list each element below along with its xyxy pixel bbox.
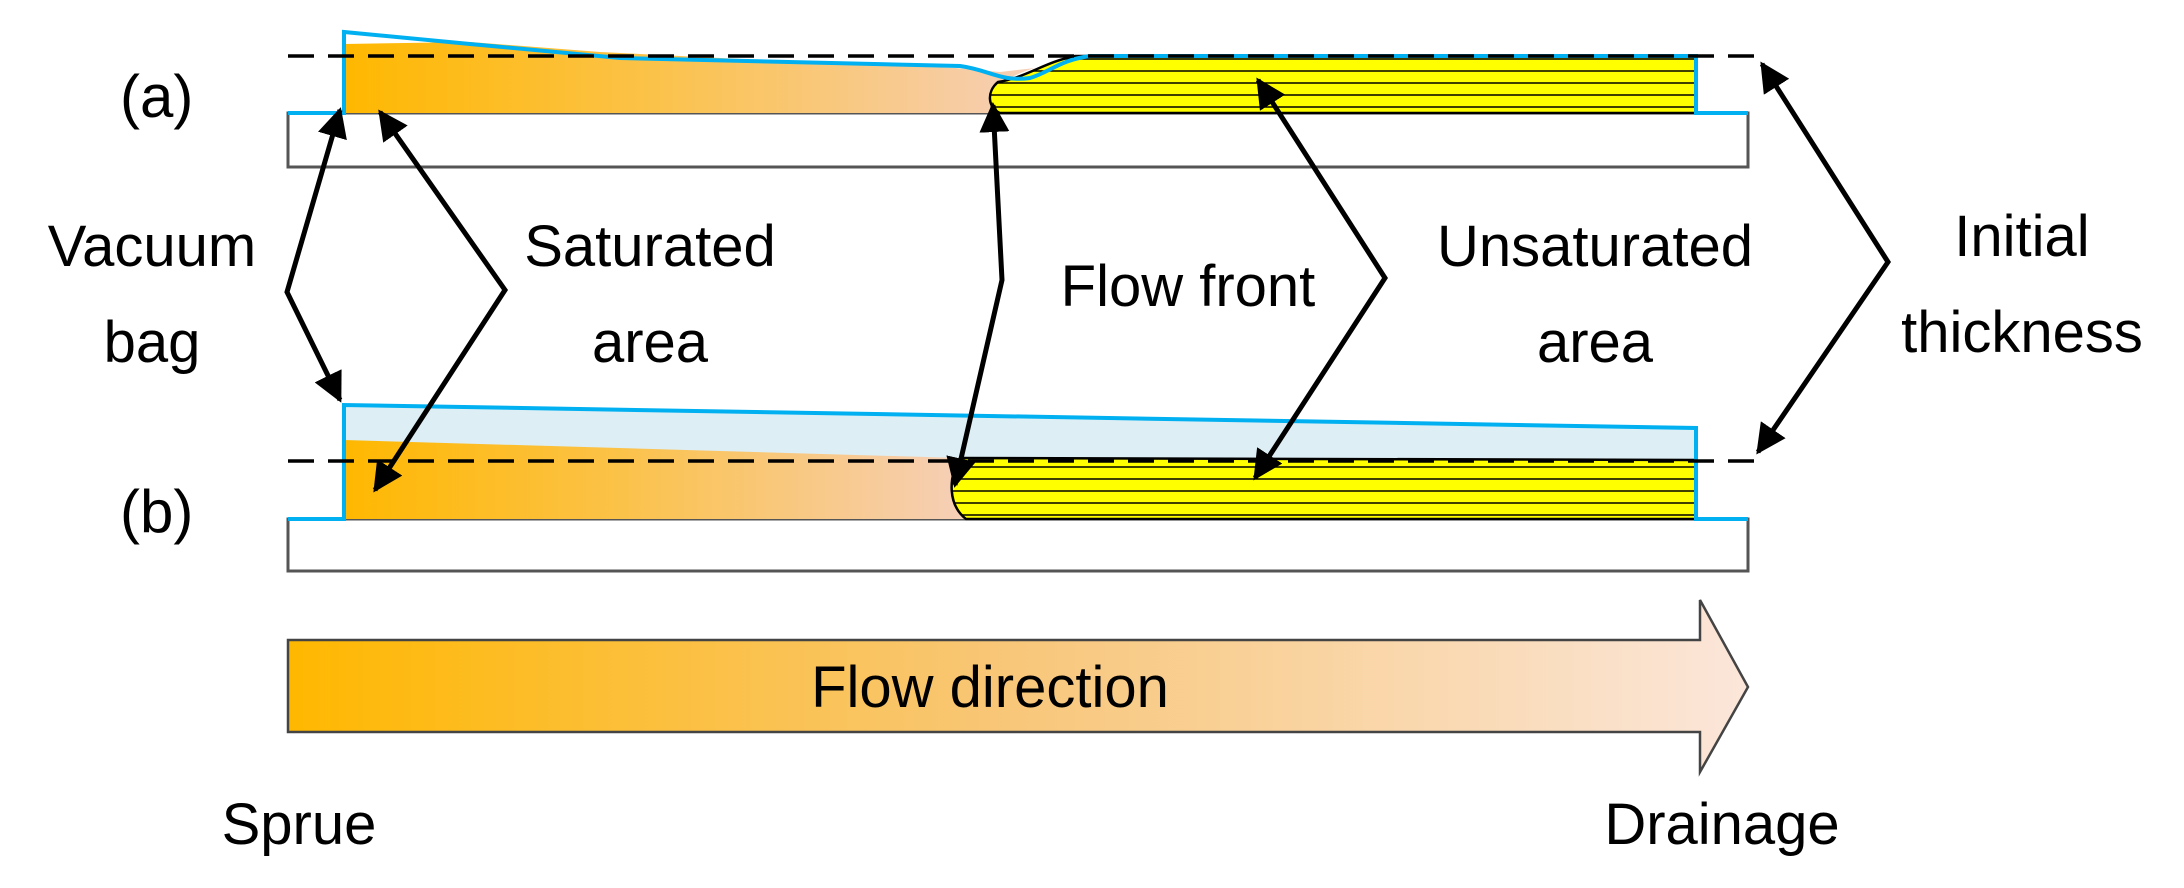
vacuum-bag-arrow [284, 107, 347, 403]
vacuum-bag-label-line2: bag [104, 310, 201, 375]
unsaturated-area-label-line2: area [1537, 310, 1654, 375]
panel-label-b: (b) [120, 478, 193, 545]
initial-thickness-label-line1: Initial [1954, 204, 2089, 269]
panel-b: (b) [120, 402, 1762, 573]
saturated-area-label-line2: area [592, 310, 709, 375]
saturated-area-arrow [372, 109, 509, 493]
sprue-label: Sprue [222, 792, 377, 857]
unsaturated-area-a [988, 54, 1698, 115]
flow-direction-arrow: Flow direction [286, 599, 1750, 777]
labels: Vacuum bag Saturated area Flow front Uns… [48, 204, 2143, 375]
flow-direction-label: Flow direction [811, 655, 1169, 720]
flow-front-label: Flow front [1061, 254, 1316, 319]
saturated-area-a [344, 42, 1035, 113]
flow-front-arrow [946, 102, 1010, 488]
panel-a: (a) [120, 29, 1762, 169]
initial-thickness-label-line2: thickness [1901, 300, 2143, 365]
vacuum-bag-b [288, 402, 1748, 521]
initial-thickness-arrow [1755, 61, 1891, 455]
panel-label-a: (a) [120, 63, 193, 130]
unsaturated-area-b [950, 456, 1698, 521]
vacuum-bag-label-line1: Vacuum [48, 214, 256, 279]
flow-direction-arrow-shape [286, 599, 1750, 777]
unsaturated-area-arrow [1252, 77, 1388, 481]
callout-arrows [284, 61, 1891, 493]
mold-plate-a [286, 111, 1750, 169]
saturated-area-label-line1: Saturated [524, 214, 776, 279]
unsaturated-area-label-line1: Unsaturated [1437, 214, 1753, 279]
mold-plate-b [286, 517, 1750, 573]
vacuum-bag-a [288, 29, 1748, 115]
drainage-label: Drainage [1604, 792, 1839, 857]
